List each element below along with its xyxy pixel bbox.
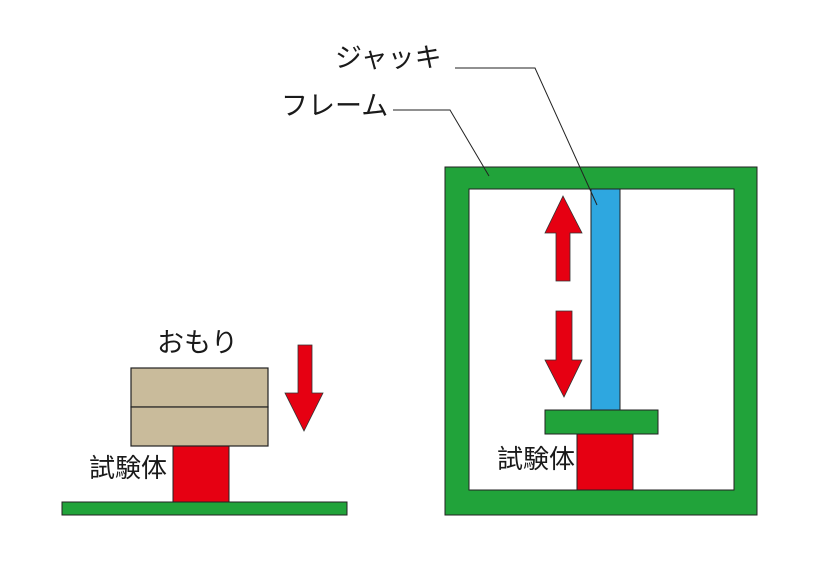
weight-label: おもり bbox=[157, 328, 238, 359]
jack-leader-line bbox=[455, 67, 598, 206]
specimen-right bbox=[576, 433, 634, 491]
base-plate-left bbox=[61, 501, 348, 516]
jack-label: ジャッキ bbox=[335, 43, 442, 74]
up-arrow bbox=[544, 195, 583, 282]
specimen-left bbox=[172, 445, 230, 503]
specimen-left-label: 試験体 bbox=[89, 454, 168, 484]
down-arrow-right bbox=[544, 310, 583, 398]
frame bbox=[444, 166, 758, 516]
weight-block-bottom bbox=[130, 406, 269, 447]
specimen-right-label: 試験体 bbox=[497, 445, 576, 475]
jack bbox=[590, 188, 621, 411]
weight-block-top bbox=[130, 367, 269, 408]
frame-label: フレーム bbox=[281, 91, 389, 122]
frame-leader-line bbox=[393, 109, 490, 177]
loading-plate bbox=[544, 409, 659, 435]
down-arrow-left bbox=[284, 344, 324, 432]
